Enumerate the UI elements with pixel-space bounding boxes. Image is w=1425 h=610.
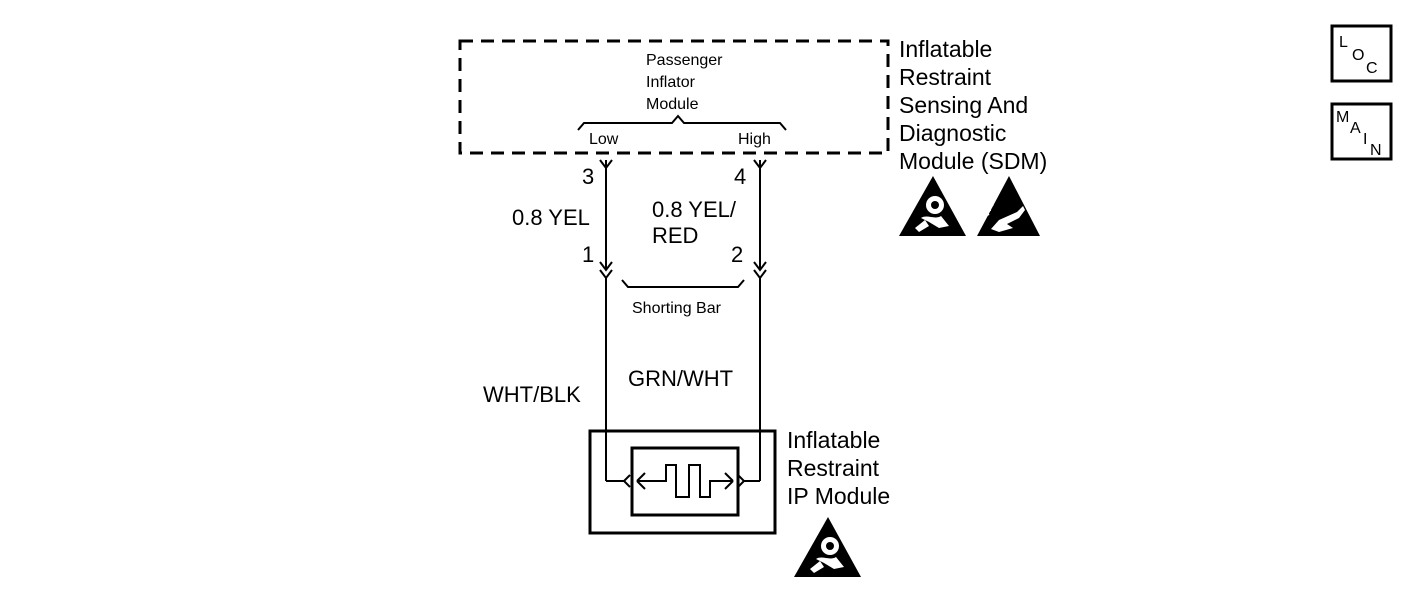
sdm-label-line: Module (SDM) [899, 148, 1047, 174]
pin-low-label: Low [589, 131, 619, 148]
sdm-enclosure [458, 39, 890, 155]
ip-module-label-line: Restraint [787, 455, 880, 481]
main-letter: N [1370, 142, 1382, 159]
main-letter: I [1363, 131, 1367, 148]
wire-label-yel-red: 0.8 YEL/ [652, 197, 737, 222]
sdm-label-line: Restraint [899, 64, 992, 90]
sdm-label-line: Inflatable [899, 36, 992, 62]
ip-module-label-line: IP Module [787, 483, 890, 509]
ip-module-box [588, 429, 777, 535]
wire-label-yel-red: RED [652, 223, 698, 248]
main-letter: A [1350, 120, 1361, 137]
main-button[interactable]: M A I N [1330, 102, 1393, 161]
component-label-line: Inflator [646, 74, 696, 91]
shorting-bar [621, 279, 745, 288]
squib-symbol [636, 464, 734, 498]
loc-letter: C [1366, 60, 1378, 77]
wire-end-left [606, 474, 631, 488]
pin-number-3: 3 [582, 164, 594, 189]
loc-letter: L [1339, 34, 1348, 51]
sdm-label: Inflatable Restraint Sensing And Diagnos… [899, 36, 1047, 174]
component-label-line: Module [646, 96, 699, 113]
airbag-warning-icon [794, 517, 861, 577]
component-label-line: Passenger [646, 52, 723, 69]
wire-end-right [737, 474, 760, 488]
component-label: Passenger Inflator Module [646, 52, 723, 113]
pin-number-2: 2 [731, 242, 743, 267]
shorting-bar-label: Shorting Bar [632, 300, 722, 317]
loc-letter: O [1352, 47, 1364, 64]
airbag-warning-icon [899, 176, 966, 236]
ip-module-label-line: Inflatable [787, 427, 880, 453]
wire-label-grn-wht: GRN/WHT [628, 366, 733, 391]
component-brace [577, 114, 787, 131]
wire-label-yel: 0.8 YEL [512, 205, 590, 230]
inflator-element [630, 446, 740, 517]
wire-label-wht-blk: WHT/BLK [483, 382, 581, 407]
sdm-label-line: Diagnostic [899, 120, 1006, 146]
main-letter: M [1336, 109, 1349, 126]
loc-button[interactable]: L O C [1330, 24, 1393, 83]
esd-warning-icon [977, 176, 1040, 236]
ip-module-label: Inflatable Restraint IP Module [787, 427, 890, 509]
sdm-label-line: Sensing And [899, 92, 1028, 118]
pin-number-1: 1 [582, 242, 594, 267]
pin-number-4: 4 [734, 164, 746, 189]
pin-high-label: High [738, 131, 771, 148]
